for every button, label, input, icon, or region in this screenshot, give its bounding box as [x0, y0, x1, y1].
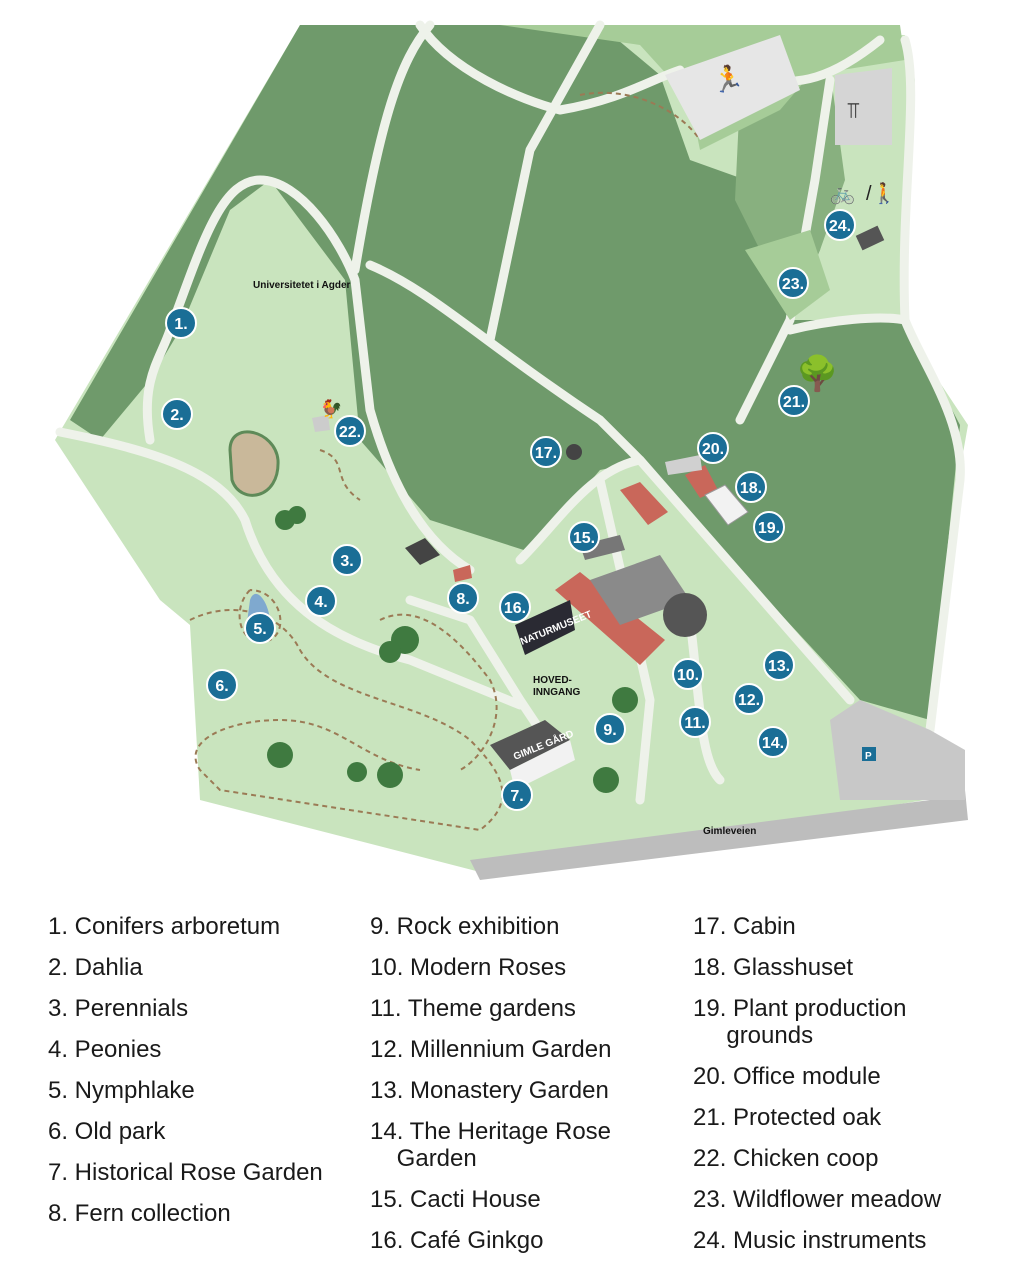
map-marker-13[interactable]: 13. — [763, 649, 795, 681]
svg-text:10.: 10. — [677, 667, 699, 684]
map-marker-2[interactable]: 2. — [161, 398, 193, 430]
legend-item: 18. Glasshuset — [693, 954, 854, 981]
map-marker-14[interactable]: 14. — [757, 726, 789, 758]
svg-text:24.: 24. — [829, 218, 851, 235]
legend-item: 16. Café Ginkgo — [370, 1227, 544, 1254]
svg-text:21.: 21. — [783, 394, 805, 411]
entrance-label-2: INNGANG — [533, 687, 580, 698]
legend-item: 19. Plant production grounds — [693, 995, 907, 1049]
legend-item: 24. Music instruments — [693, 1227, 927, 1254]
legend-item: 23. Wildflower meadow — [693, 1186, 942, 1213]
legend-item: 6. Old park — [48, 1118, 166, 1145]
svg-text:6.: 6. — [215, 678, 228, 695]
trees — [267, 506, 638, 793]
buildings — [312, 415, 749, 790]
xylophone-icon — [855, 225, 885, 251]
svg-text:18.: 18. — [740, 480, 762, 497]
parking-sign — [862, 747, 876, 761]
legend-column-3: 17. Cabin 18. Glasshuset 19. Plant product… — [693, 906, 941, 1261]
legend-item: 14. The Heritage Rose Garden — [370, 1118, 612, 1172]
legend-item: 1. Conifers arboretum — [48, 913, 281, 940]
svg-text:15.: 15. — [573, 530, 595, 547]
map-marker-11[interactable]: 11. — [679, 706, 711, 738]
svg-text:5.: 5. — [253, 621, 266, 638]
svg-text:19.: 19. — [758, 520, 780, 537]
map-marker-5[interactable]: 5. — [244, 612, 276, 644]
pond — [228, 430, 280, 497]
map-marker-3[interactable]: 3. — [331, 544, 363, 576]
map-marker-15[interactable]: 15. — [568, 521, 600, 553]
map-marker-9[interactable]: 9. — [594, 713, 626, 745]
workout-area — [835, 68, 892, 145]
legend-item: 12. Millennium Garden — [370, 1036, 612, 1063]
map-marker-18[interactable]: 18. — [735, 471, 767, 503]
map-marker-7[interactable]: 7. — [501, 779, 533, 811]
legend-column-2: 9. Rock exhibition 10. Modern Roses 11. Th… — [370, 906, 611, 1261]
legend-item: 17. Cabin — [693, 913, 796, 940]
map-marker-22[interactable]: 22. — [334, 415, 366, 447]
svg-text:14.: 14. — [762, 735, 784, 752]
map-marker-10[interactable]: 10. — [672, 658, 704, 690]
map-marker-21[interactable]: 21. — [778, 385, 810, 417]
legend-item: 21. Protected oak — [693, 1104, 882, 1131]
map-marker-17[interactable]: 17. — [530, 436, 562, 468]
svg-text:22.: 22. — [339, 424, 361, 441]
pullup-bar-icon: ⫪ — [847, 98, 859, 123]
sports-field — [665, 35, 800, 140]
legend-item: 11. Theme gardens — [370, 995, 576, 1022]
oak-tree-icon: 🌳 — [796, 353, 838, 393]
bicycle-icon: 🚲 — [830, 183, 855, 205]
legend-item: 13. Monastery Garden — [370, 1077, 609, 1104]
svg-text:20.: 20. — [702, 441, 724, 458]
legend-item: 15. Cacti House — [370, 1186, 541, 1213]
road-label: Gimleveien — [703, 826, 756, 837]
legend-item: 9. Rock exhibition — [370, 913, 560, 940]
legend-item: 8. Fern collection — [48, 1200, 231, 1227]
svg-text:4.: 4. — [314, 594, 327, 611]
svg-text:1.: 1. — [174, 316, 187, 333]
legend-item: 5. Nymphlake — [48, 1077, 195, 1104]
svg-text:16.: 16. — [504, 600, 526, 617]
svg-text:17.: 17. — [535, 445, 557, 462]
map-marker-6[interactable]: 6. — [206, 669, 238, 701]
svg-text:11.: 11. — [684, 715, 705, 732]
svg-text:8.: 8. — [456, 591, 469, 608]
map-marker-12[interactable]: 12. — [733, 683, 765, 715]
university-label: Universitetet i Agder — [253, 280, 351, 291]
svg-text:13.: 13. — [768, 658, 790, 675]
svg-text:12.: 12. — [738, 692, 760, 709]
svg-text:2.: 2. — [170, 407, 183, 424]
chicken-icon: 🐓 — [320, 398, 342, 419]
legend-item: 22. Chicken coop — [693, 1145, 879, 1172]
legend-item: 3. Perennials — [48, 995, 189, 1022]
svg-text:3.: 3. — [340, 553, 353, 570]
walking-icon: /🚶 — [866, 181, 896, 205]
legend-item: 10. Modern Roses — [370, 954, 567, 981]
entrance-label-1: HOVED- — [533, 675, 572, 686]
legend-item: 2. Dahlia — [48, 954, 143, 981]
svg-text:23.: 23. — [782, 276, 804, 293]
legend-item: 20. Office module — [693, 1063, 881, 1090]
map-marker-24[interactable]: 24. — [824, 209, 856, 241]
forest-east — [735, 70, 845, 320]
garden-map: 🏃 ⫪ 🚲 /🚶 🐓 🌳 Universitetet i Agder NATUR… — [55, 20, 968, 880]
map-marker-4[interactable]: 4. — [305, 585, 337, 617]
map-marker-1[interactable]: 1. — [165, 307, 197, 339]
legend-column-1: 1. Conifers arboretum 2. Dahlia 3. Perenni… — [48, 906, 323, 1234]
map-marker-20[interactable]: 20. — [697, 432, 729, 464]
parking-label: P — [865, 751, 872, 762]
legend-item: 4. Peonies — [48, 1036, 162, 1063]
svg-text:7.: 7. — [510, 788, 523, 805]
svg-text:9.: 9. — [603, 722, 616, 739]
road-gimleveien — [470, 790, 968, 880]
map-marker-16[interactable]: 16. — [499, 591, 531, 623]
map-marker-19[interactable]: 19. — [753, 511, 785, 543]
parking-lot — [830, 700, 965, 800]
map-marker-23[interactable]: 23. — [777, 267, 809, 299]
running-hurdle-icon: 🏃 — [712, 64, 744, 94]
legend-item: 7. Historical Rose Garden — [48, 1159, 323, 1186]
map-marker-8[interactable]: 8. — [447, 582, 479, 614]
